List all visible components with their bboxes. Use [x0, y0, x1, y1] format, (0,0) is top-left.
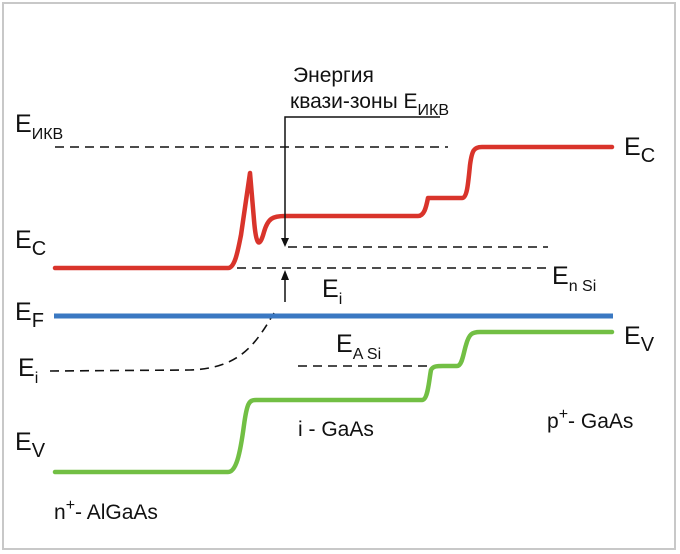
e-ikv-label: EИКВ [15, 110, 63, 143]
valence-band-line [52, 329, 615, 475]
e-i-dashed-curve [49, 312, 275, 372]
e-i-left-label: Ei [18, 354, 38, 387]
region-p-gaas-label: p+- GaAs [547, 406, 633, 433]
e-a-si-label: EA Si [336, 330, 381, 363]
arrow-down-head [281, 238, 289, 247]
e-i-mid-label: Ei [322, 275, 342, 308]
e-c-right-label: EC [624, 133, 655, 167]
e-v-left-label: EV [15, 428, 46, 462]
annotation-leader-line [284, 116, 440, 245]
e-f-label: EF [15, 298, 44, 332]
e-c-left-label: EC [15, 226, 46, 260]
arrow-up-head [281, 270, 289, 280]
region-n-algaas-label: n+- AlGaAs [54, 497, 158, 524]
e-v-right-label: EV [624, 322, 655, 356]
annotation-line-1: Энергия [293, 64, 374, 87]
e-n-si-label: En Si [552, 262, 596, 295]
conduction-band-line [52, 144, 615, 271]
region-i-gaas-label: i - GaAs [298, 418, 374, 441]
annotation-line-2: квази-зоны EИКВ [290, 90, 449, 119]
